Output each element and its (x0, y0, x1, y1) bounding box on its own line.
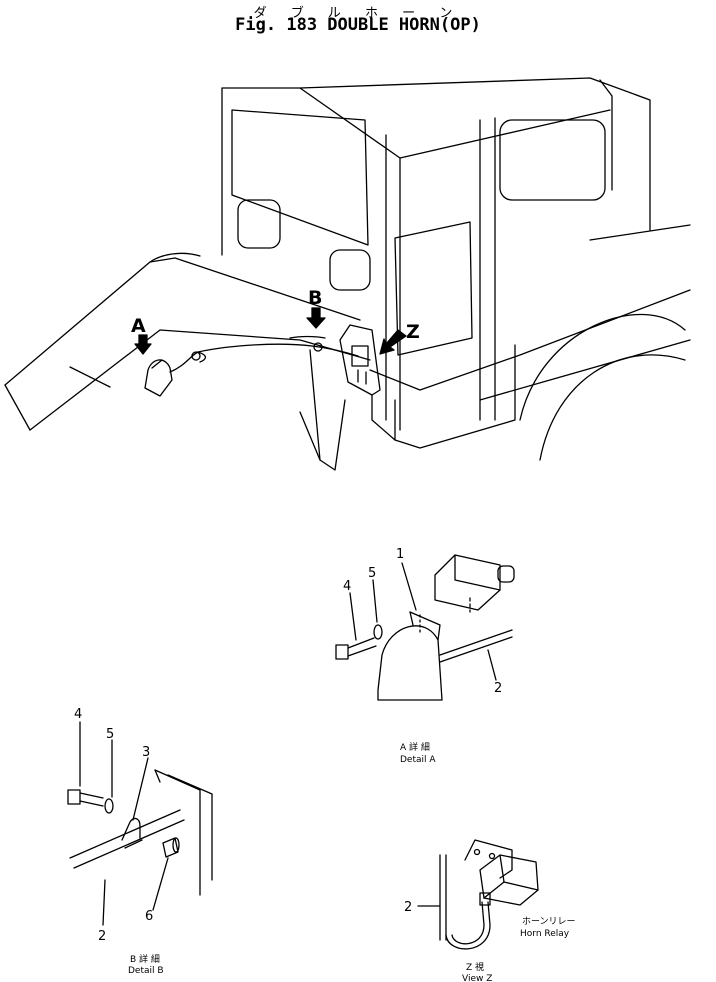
view-z-caption-japanese: Z 視 (466, 961, 484, 973)
callout-label-z: Z (406, 321, 420, 343)
detail-a-part-5: 5 (368, 566, 376, 581)
figure-title-japanese: ダ ブ ル ホ ー ン (253, 6, 463, 21)
detail-b-caption: Detail B (128, 966, 164, 976)
callout-arrows (134, 307, 407, 355)
detail-a-part-1: 1 (396, 547, 404, 562)
callout-label-a: A (131, 315, 146, 337)
detail-b-part-6: 6 (145, 909, 153, 924)
detail-b-caption-japanese: B 詳 細 (130, 953, 160, 965)
detail-a-caption-japanese: A 詳 細 (400, 741, 430, 753)
callout-label-b: B (308, 287, 322, 309)
detail-b-part-5: 5 (106, 727, 114, 742)
detail-a-caption: Detail A (400, 755, 436, 765)
detail-b-part-4: 4 (74, 707, 82, 722)
view-z-drawing (417, 839, 539, 950)
detail-a-drawing (335, 554, 515, 701)
detail-b-drawing (67, 721, 213, 926)
detail-b-part-2: 2 (98, 929, 106, 944)
horn-relay-label: Horn Relay (520, 929, 570, 939)
figure-title: Fig. 183 DOUBLE HORN(OP) (235, 15, 481, 35)
view-z-part-2: 2 (404, 900, 412, 915)
detail-a-part-4: 4 (343, 579, 351, 594)
horn-relay-label-japanese: ホーンリレー (522, 916, 576, 927)
detail-a-part-2: 2 (494, 681, 502, 696)
view-z-caption: View Z (462, 974, 492, 982)
detail-b-part-3: 3 (142, 745, 150, 760)
main-view-drawing (4, 77, 691, 471)
